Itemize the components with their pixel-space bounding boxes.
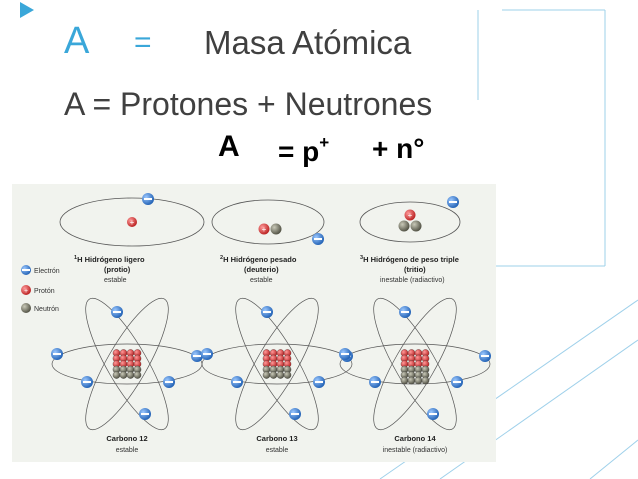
- h1-nucleus: +: [127, 217, 137, 227]
- formula-words: A = Protones + Neutrones: [64, 86, 433, 122]
- formula-symbol-a: A: [218, 130, 240, 163]
- carbon-electron: [339, 348, 351, 360]
- carbon-electron: [191, 350, 203, 362]
- isotopes-figure: + + + 1H Hidrógeno ligero (protio) estab…: [12, 184, 496, 462]
- h3-name: 3H Hidrógeno de peso triple: [360, 255, 459, 264]
- neutron: [126, 371, 135, 379]
- c12-nucleus: [112, 349, 142, 379]
- neutron: [276, 371, 285, 379]
- carbon-electron: [289, 408, 301, 420]
- neutron: [269, 371, 278, 379]
- formula-protons: = p+: [278, 133, 329, 168]
- c12-status: estable: [116, 447, 139, 454]
- c13-status: estable: [266, 447, 289, 454]
- carbon-electron: [51, 348, 63, 360]
- protons-symbol: = p: [278, 136, 320, 167]
- carbon-electrons: [51, 306, 491, 420]
- legend: Electrón + Protón Neutrón: [21, 265, 60, 313]
- c13-name: Carbono 13: [256, 434, 297, 443]
- h3-nucleus: +: [398, 209, 422, 232]
- neutron: [119, 371, 128, 379]
- equals-sign: =: [134, 26, 152, 59]
- svg-text:+: +: [130, 218, 135, 227]
- svg-text:+: +: [408, 211, 413, 220]
- carbon-electron: [81, 376, 93, 388]
- legend-neutron: Neutrón: [34, 306, 59, 313]
- carbon-electron: [139, 408, 151, 420]
- h3-electron: [447, 196, 459, 208]
- neutron: [112, 371, 121, 379]
- h1-name: 1H Hidrógeno ligero: [74, 255, 145, 264]
- carbon-electron: [427, 408, 439, 420]
- carbon-electron: [201, 348, 213, 360]
- neutron: [262, 371, 271, 379]
- svg-text:+: +: [24, 288, 28, 295]
- neutron: [421, 376, 430, 385]
- h1-alt: (protio): [104, 265, 131, 274]
- h2-nucleus: +: [258, 223, 282, 235]
- c14-name: Carbono 14: [394, 434, 436, 443]
- h1-status: estable: [104, 277, 127, 284]
- carbon-electron: [163, 376, 175, 388]
- c13-nucleus: [262, 349, 292, 379]
- h2-electron: [312, 233, 324, 245]
- carbon-electron: [313, 376, 325, 388]
- legend-proton: Protón: [34, 288, 55, 295]
- carbon-electron: [111, 306, 123, 318]
- mass-symbol-a: A: [64, 20, 90, 62]
- h2-alt: (deuterio): [244, 265, 279, 274]
- h2-name: 2H Hidrógeno pesado: [220, 255, 297, 264]
- h1-electron: [142, 193, 154, 205]
- carbon-electron: [261, 306, 273, 318]
- svg-text:+: +: [262, 225, 267, 234]
- h2-status: estable: [250, 277, 273, 284]
- legend-electron: Electrón: [34, 268, 60, 275]
- carbon-electron: [479, 350, 491, 362]
- carbon-electron: [399, 306, 411, 318]
- formula-neutrons: + n°: [372, 133, 425, 164]
- neutron: [133, 371, 142, 379]
- neutron: [414, 376, 423, 385]
- neutron: [283, 371, 292, 379]
- proton-charge: +: [319, 133, 330, 152]
- c14-status: inestable (radiactivo): [383, 447, 448, 454]
- h3-status: inestable (radiactivo): [380, 277, 445, 284]
- atomic-mass-label: Masa Atómica: [204, 24, 412, 61]
- carbon-electron: [451, 376, 463, 388]
- carbon-electron: [369, 376, 381, 388]
- h3-alt: (tritio): [404, 265, 426, 274]
- neutron: [407, 376, 416, 385]
- neutron: [400, 376, 409, 385]
- c14-nucleus: [400, 349, 430, 385]
- carbon-electron: [231, 376, 243, 388]
- c12-name: Carbono 12: [106, 434, 147, 443]
